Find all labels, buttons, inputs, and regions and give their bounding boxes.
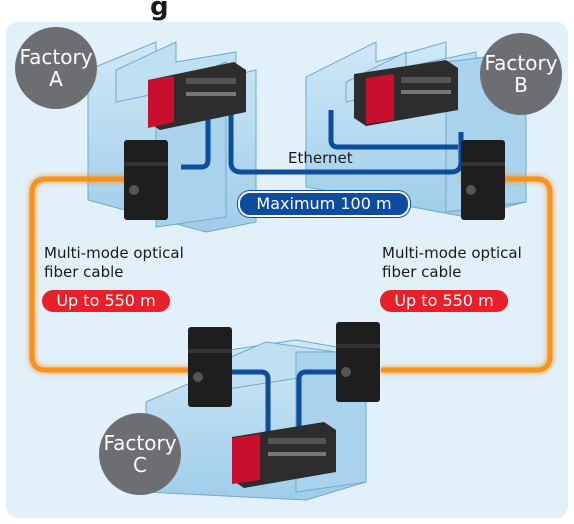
diagram-title-fragment: g <box>150 0 169 22</box>
ethernet-distance-badge: Maximum 100 m <box>238 191 410 217</box>
factory-a-label-line2: A <box>49 67 63 91</box>
media-converter-icon <box>461 140 505 220</box>
factory-c-label-line1: Factory <box>103 431 177 455</box>
ethernet-label: Ethernet <box>288 149 353 167</box>
ethernet-cable-line <box>228 110 464 175</box>
factory-c-label: Factory C <box>99 432 181 476</box>
fiber-left-caption: Multi-mode optical fiber cable <box>44 244 184 282</box>
factory-b-badge <box>480 33 562 115</box>
factory-a-label: Factory A <box>15 46 97 90</box>
fiber-left-caption-line1: Multi-mode optical <box>44 244 184 262</box>
factory-b-label-line1: Factory <box>484 51 558 75</box>
factory-a-label-line1: Factory <box>19 45 93 69</box>
fiber-left-caption-line2: fiber cable <box>44 263 124 281</box>
plc-controller-icon <box>148 62 246 130</box>
factory-c-label-line2: C <box>133 453 147 477</box>
fiber-cable-line <box>29 176 196 373</box>
factory-b-label-line2: B <box>514 73 528 97</box>
fiber-right-caption-line1: Multi-mode optical <box>382 244 522 262</box>
plc-controller-icon <box>354 60 458 126</box>
fiber-right-distance-badge: Up to 550 m <box>380 290 508 312</box>
diagram-artwork <box>15 27 562 501</box>
factory-a-badge <box>15 27 97 109</box>
plc-controller-icon <box>232 422 336 488</box>
media-converter-icon <box>188 327 232 407</box>
factory-b-label: Factory B <box>480 52 562 96</box>
factory-c-badge <box>99 413 181 495</box>
fiber-cable-line <box>381 176 553 373</box>
fiber-right-caption-line2: fiber cable <box>382 263 462 281</box>
ethernet-cable-line <box>221 369 271 437</box>
ethernet-cable-line <box>328 110 458 150</box>
ethernet-cable-line <box>296 369 346 437</box>
fiber-left-distance-badge: Up to 550 m <box>42 290 170 312</box>
fiber-right-caption: Multi-mode optical fiber cable <box>382 244 522 282</box>
diagram-panel: Factory A Factory B Factory C Ethernet M… <box>6 22 568 518</box>
media-converter-icon <box>336 322 380 402</box>
media-converter-icon <box>124 140 168 220</box>
